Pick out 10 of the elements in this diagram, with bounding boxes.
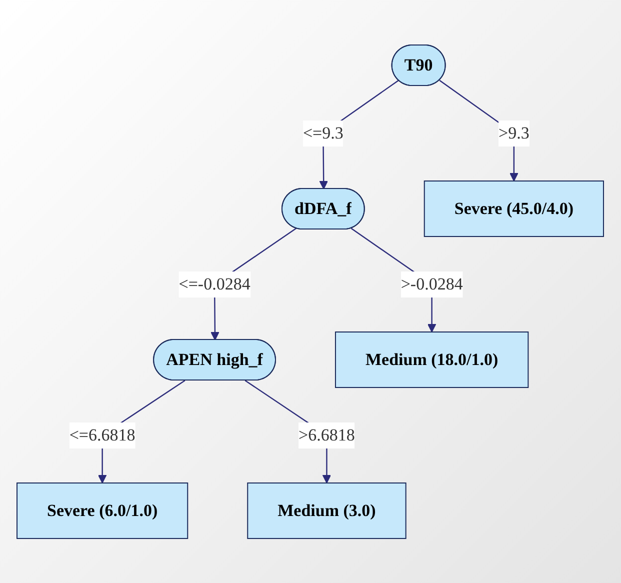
- edge-label: <=-0.0284: [178, 274, 251, 294]
- node-box: Severe (45.0/4.0): [424, 180, 604, 237]
- edge-label: <=6.6818: [70, 425, 136, 444]
- node-box: Severe (6.0/1.0): [16, 482, 188, 539]
- edge-label: >6.6818: [298, 425, 356, 444]
- node-box: Medium (18.0/1.0): [335, 331, 529, 388]
- edge-label: >-0.0284: [401, 274, 464, 294]
- edge-label: >9.3: [498, 123, 530, 142]
- edge-label: <=9.3: [303, 123, 344, 142]
- node-box: Medium (3.0): [247, 482, 407, 539]
